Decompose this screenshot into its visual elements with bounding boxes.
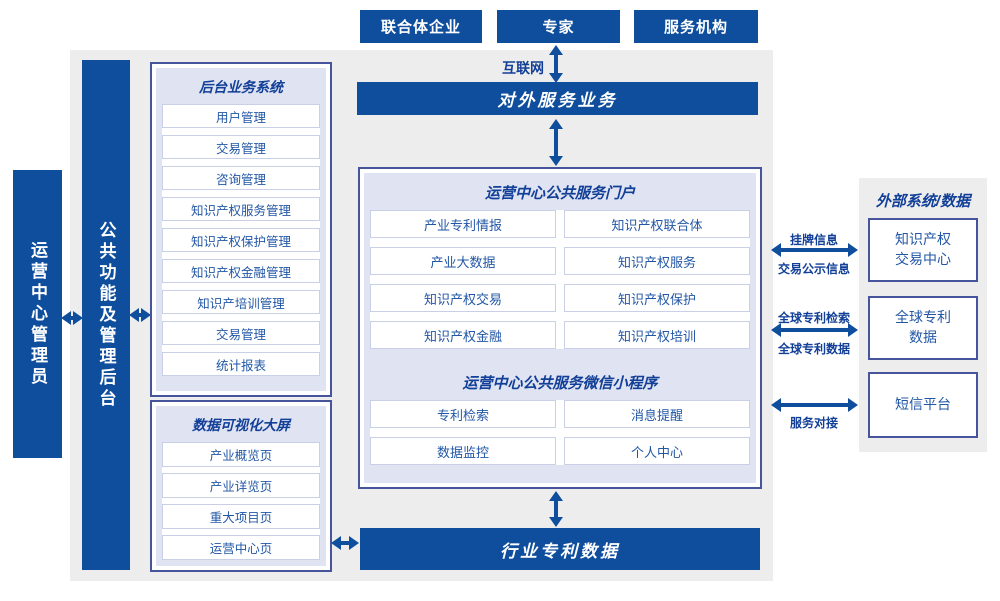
miniprogram-item: 个人中心 (564, 437, 750, 465)
data-visualization-items: 产业概览页 产业详览页 重大项目页 运营中心页 (162, 442, 320, 560)
backend-item: 交易管理 (162, 135, 320, 159)
arrow-sms-platform-icon (771, 398, 858, 412)
arrow-service-to-portal-icon (549, 119, 563, 166)
miniprogram-title: 运营中心公共服务微信小程序 (462, 375, 658, 392)
portal-title: 运营中心公共服务门户 (484, 185, 635, 202)
portal-panel: 运营中心公共服务门户 产业专利情报 知识产权联合体 产业大数据 知识产权服务 知… (358, 167, 762, 489)
backend-item: 知识产权服务管理 (162, 197, 320, 221)
connection-label-transaction-publicity: 交易公示信息 (777, 262, 850, 276)
connection-label-global-patent-data: 全球专利数据 (777, 342, 850, 356)
external-system-global-patent-data: 全球专利 数据 (868, 296, 978, 360)
arrow-internet-icon (549, 45, 563, 83)
external-system-ip-trading-center: 知识产权 交易中心 (868, 218, 978, 282)
dashboard-item: 产业详览页 (162, 473, 320, 498)
internet-label: 互联网 (502, 60, 544, 76)
industry-patent-data-bar: 行业专利数据 (360, 528, 760, 570)
portal-item: 知识产权交易 (370, 284, 556, 312)
portal-items: 产业专利情报 知识产权联合体 产业大数据 知识产权服务 知识产权交易 知识产权保… (370, 210, 750, 349)
connection-label-service-docking: 服务对接 (789, 416, 838, 430)
dashboard-item: 运营中心页 (162, 535, 320, 560)
backend-item: 咨询管理 (162, 166, 320, 190)
operation-admin-bar: 运营中心管理员 (13, 170, 62, 458)
arrow-backend-to-system-icon (129, 308, 151, 322)
backend-item: 知识产权金融管理 (162, 259, 320, 283)
external-service-bar: 对外服务业务 (357, 82, 758, 115)
miniprogram-item: 数据监控 (370, 437, 556, 465)
external-system-sms-platform: 短信平台 (868, 372, 978, 438)
portal-item: 知识产权金融 (370, 321, 556, 349)
portal-item: 知识产权服务 (564, 247, 750, 275)
backend-system-panel: 后台业务系统 用户管理 交易管理 咨询管理 知识产权服务管理 知识产权保护管理 … (150, 62, 332, 397)
portal-item: 知识产权培训 (564, 321, 750, 349)
arrow-admin-to-backend-icon (61, 311, 83, 325)
external-systems-title: 外部系统/数据 (875, 193, 971, 210)
backend-item: 统计报表 (162, 352, 320, 376)
backend-item: 知识产培训管理 (162, 290, 320, 314)
data-visualization-panel: 数据可视化大屏 产业概览页 产业详览页 重大项目页 运营中心页 (150, 400, 332, 572)
actor-box-consortium-enterprise: 联合体企业 (360, 10, 482, 43)
backend-system-title: 后台业务系统 (199, 79, 283, 95)
portal-item: 知识产权保护 (564, 284, 750, 312)
miniprogram-item: 消息提醒 (564, 400, 750, 428)
data-visualization-title: 数据可视化大屏 (192, 417, 290, 433)
backend-item: 用户管理 (162, 104, 320, 128)
arrow-dashboard-to-industry-icon (331, 536, 359, 550)
dashboard-item: 重大项目页 (162, 504, 320, 529)
portal-item: 知识产权联合体 (564, 210, 750, 238)
arrow-portal-to-industry-icon (549, 491, 563, 527)
arrow-ip-trading-center-icon (771, 243, 858, 257)
arrow-global-patent-data-icon (771, 323, 858, 337)
backend-item: 知识产权保护管理 (162, 228, 320, 252)
actor-box-service-agency: 服务机构 (634, 10, 758, 43)
dashboard-item: 产业概览页 (162, 442, 320, 467)
portal-item: 产业大数据 (370, 247, 556, 275)
portal-item: 产业专利情报 (370, 210, 556, 238)
backend-item: 交易管理 (162, 321, 320, 345)
miniprogram-items: 专利检索 消息提醒 数据监控 个人中心 (370, 400, 750, 465)
connection-label-global-patent-search: 全球专利检索 (777, 311, 850, 325)
actor-box-expert: 专家 (497, 10, 620, 43)
public-backend-bar: 公共功能及管理后台 (82, 60, 130, 570)
miniprogram-item: 专利检索 (370, 400, 556, 428)
backend-system-items: 用户管理 交易管理 咨询管理 知识产权服务管理 知识产权保护管理 知识产权金融管… (162, 104, 320, 376)
